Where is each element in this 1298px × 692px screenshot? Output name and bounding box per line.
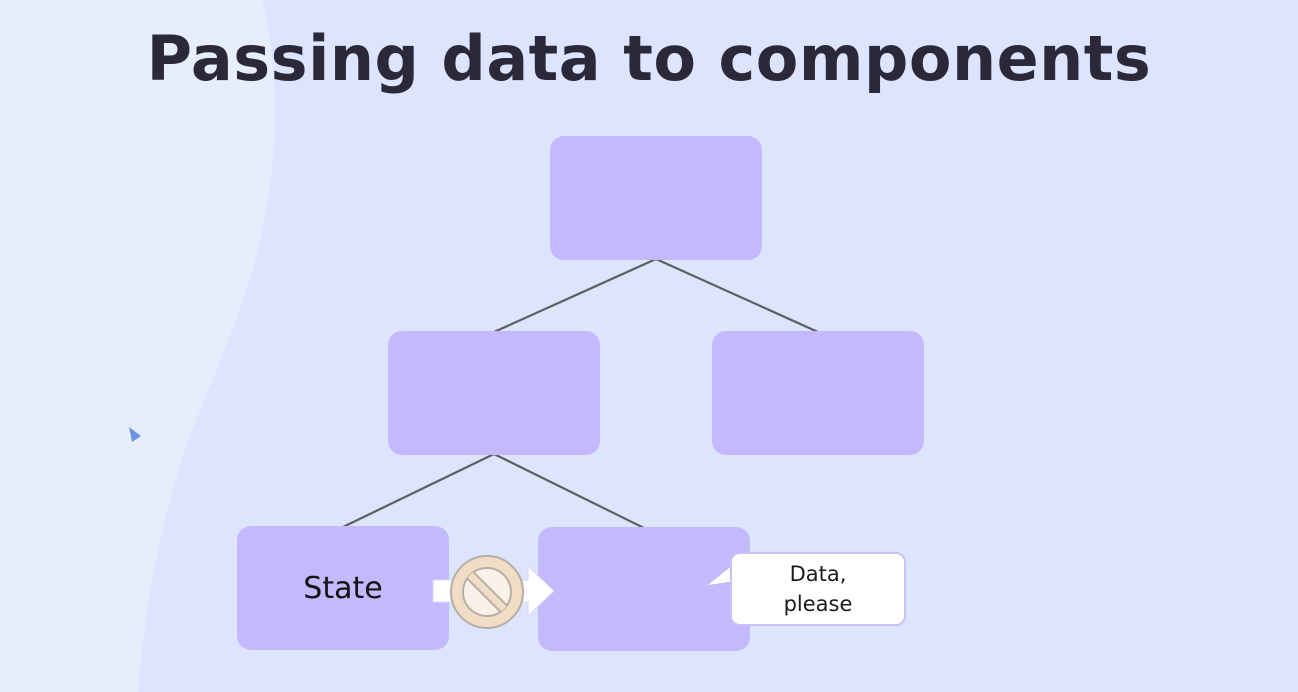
edge-root-to-child-right xyxy=(655,257,819,334)
mouse-cursor-icon xyxy=(129,427,141,442)
tree-node-child-left xyxy=(388,331,600,455)
speech-bubble: Data, please xyxy=(730,552,906,626)
tree-edges xyxy=(342,257,819,529)
speech-bubble-line-2: please xyxy=(783,592,853,616)
edge-child-left-to-sibling xyxy=(493,453,645,529)
speech-bubble-line-1: Data, xyxy=(789,562,847,586)
tree-node-child-right xyxy=(712,331,924,455)
tree-node-root xyxy=(550,136,762,260)
state-label: State xyxy=(303,570,383,606)
edge-root-to-child-left xyxy=(493,257,657,334)
edge-child-left-to-state xyxy=(342,453,495,528)
tree-node-sibling xyxy=(538,527,750,651)
tree-node-state: State xyxy=(237,526,449,650)
slide-title: Passing data to components xyxy=(146,22,1152,95)
background-wave xyxy=(0,0,275,692)
